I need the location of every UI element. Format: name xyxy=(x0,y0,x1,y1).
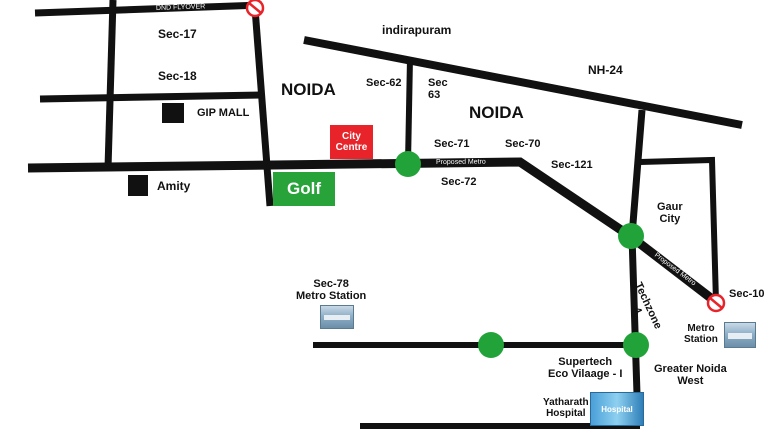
golf-box: Golf xyxy=(273,172,335,206)
city-centre-box: City Centre xyxy=(330,125,373,159)
gip-mall-block xyxy=(162,103,184,123)
label-gip-mall: GIP MALL xyxy=(197,107,250,119)
city-centre-label: City Centre xyxy=(335,130,368,154)
label-nh24: NH-24 xyxy=(588,63,623,77)
label-sec10: Sec-10 xyxy=(729,288,765,300)
label-indirapuram: indirapuram xyxy=(382,23,452,37)
label-gaur-city: Gaur City xyxy=(657,201,683,225)
metro-dot-greater-noida-west xyxy=(623,332,649,358)
label-supertech: Supertech Eco Vilaage - I xyxy=(548,356,623,380)
metro-station-icon xyxy=(320,305,354,329)
amity-block xyxy=(128,175,148,196)
label-proposed-metro-1: Proposed Metro xyxy=(435,158,486,166)
label-sec70: Sec-70 xyxy=(505,138,541,150)
road-golf-vertical xyxy=(251,7,274,207)
road-main-expressway xyxy=(27,157,633,240)
label-sec17: Sec-17 xyxy=(158,27,197,41)
label-sec63: Sec 63 xyxy=(428,77,448,101)
label-yatharath-hospital: Yatharath Hospital xyxy=(543,397,589,419)
metro-dot-sec71 xyxy=(395,151,421,177)
hospital-sign-label: Hospital xyxy=(601,404,633,414)
metro-dot-gaur-city xyxy=(618,223,644,249)
label-sec71: Sec-71 xyxy=(434,138,470,150)
label-noida-right: NOIDA xyxy=(469,103,524,122)
label-noida-left: NOIDA xyxy=(281,80,336,99)
metro-dot-supertech-road xyxy=(478,332,504,358)
label-sec72: Sec-72 xyxy=(441,176,477,188)
label-greater-noida-west: Greater Noida West xyxy=(654,363,727,387)
road-gaur-city-loop xyxy=(639,156,719,303)
road-dnd-flyover xyxy=(34,1,263,17)
no-entry-icon xyxy=(706,293,726,313)
label-amity: Amity xyxy=(157,179,191,193)
label-sec78-metro-station: Sec-78 Metro Station xyxy=(296,278,367,302)
label-sec18: Sec-18 xyxy=(158,69,197,83)
road-nh24 xyxy=(303,36,743,129)
road-sec62-vertical xyxy=(405,57,413,164)
label-sec121: Sec-121 xyxy=(551,159,593,171)
road-greater-noida-vertical xyxy=(628,109,646,427)
metro-station-icon xyxy=(724,322,756,348)
road-left-vertical xyxy=(104,0,117,169)
road-sec18 xyxy=(39,91,263,103)
hospital-building-icon: Hospital xyxy=(590,392,644,426)
label-metro-station-right: Metro Station xyxy=(684,323,718,345)
label-sec62: Sec-62 xyxy=(366,77,402,89)
no-entry-icon xyxy=(245,0,265,18)
road-proposed-metro-extension xyxy=(627,232,719,306)
